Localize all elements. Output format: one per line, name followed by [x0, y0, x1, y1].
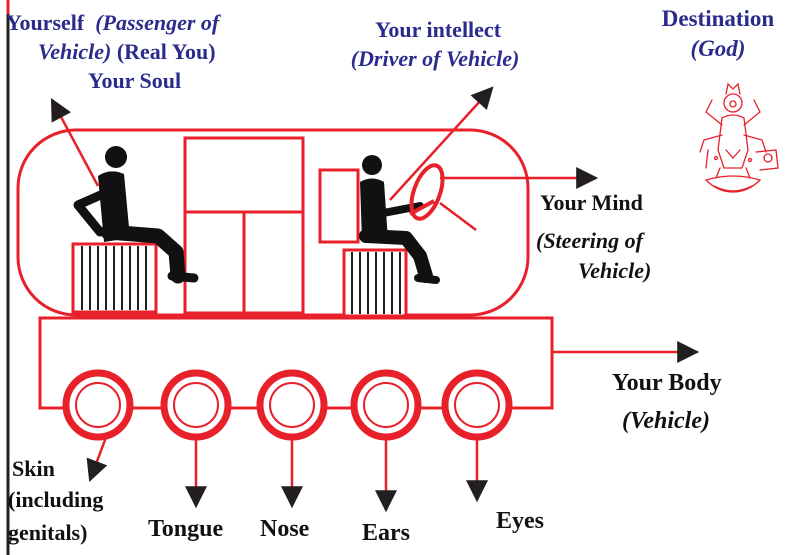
- arrow-soul: [50, 98, 100, 187]
- vehicle-door: [183, 136, 305, 315]
- label-destination: Destination: [661, 6, 775, 31]
- label-vehicle: (Vehicle): [622, 408, 710, 434]
- label-soul: Your Soul: [88, 68, 182, 93]
- label-intellect: Your intellect: [374, 17, 502, 42]
- label-steering-b: Vehicle): [578, 258, 652, 283]
- passenger-figure: [73, 146, 199, 284]
- label-steering-a: (Steering of: [536, 228, 643, 253]
- driver-figure: [359, 155, 440, 284]
- driver-seat: [318, 168, 408, 318]
- steering-wheel-icon: [409, 163, 445, 221]
- label-eyes: Eyes: [496, 508, 544, 534]
- passenger-text-a: (Passenger of: [95, 10, 220, 35]
- label-tongue: Tongue: [148, 516, 224, 542]
- yourself-text: Yourself: [6, 10, 85, 35]
- label-ears: Ears: [362, 520, 410, 546]
- wheels: [62, 369, 513, 441]
- label-skin-genitals: genitals): [8, 520, 88, 545]
- vehicle-cabin: [16, 128, 530, 317]
- label-driver: (Driver of Vehicle): [350, 46, 520, 71]
- real-you-text: (Real You): [116, 39, 216, 64]
- passenger-seat: [71, 242, 158, 314]
- label-god: (God): [690, 36, 746, 61]
- arrow-mind-link: [439, 202, 477, 231]
- wheel-nose: [256, 369, 328, 441]
- label-skin: Skin: [12, 456, 55, 481]
- deity-icon: [699, 82, 779, 193]
- label-nose: Nose: [260, 516, 310, 542]
- label-passenger-line2: Vehicle) (Real You): [38, 39, 216, 64]
- wheel-tongue: [160, 369, 232, 441]
- label-body: Your Body: [612, 370, 722, 396]
- wheel-skin: [62, 369, 134, 441]
- arrow-skin: [86, 431, 110, 483]
- label-skin-including: (including: [8, 487, 104, 512]
- wheel-ears: [350, 369, 422, 441]
- label-mind: Your Mind: [540, 190, 643, 215]
- label-yourself: Yourself (Passenger of: [6, 10, 219, 35]
- wheel-eyes: [441, 369, 513, 441]
- passenger-text-b: Vehicle): [38, 39, 112, 64]
- arrow-intellect: [389, 86, 494, 201]
